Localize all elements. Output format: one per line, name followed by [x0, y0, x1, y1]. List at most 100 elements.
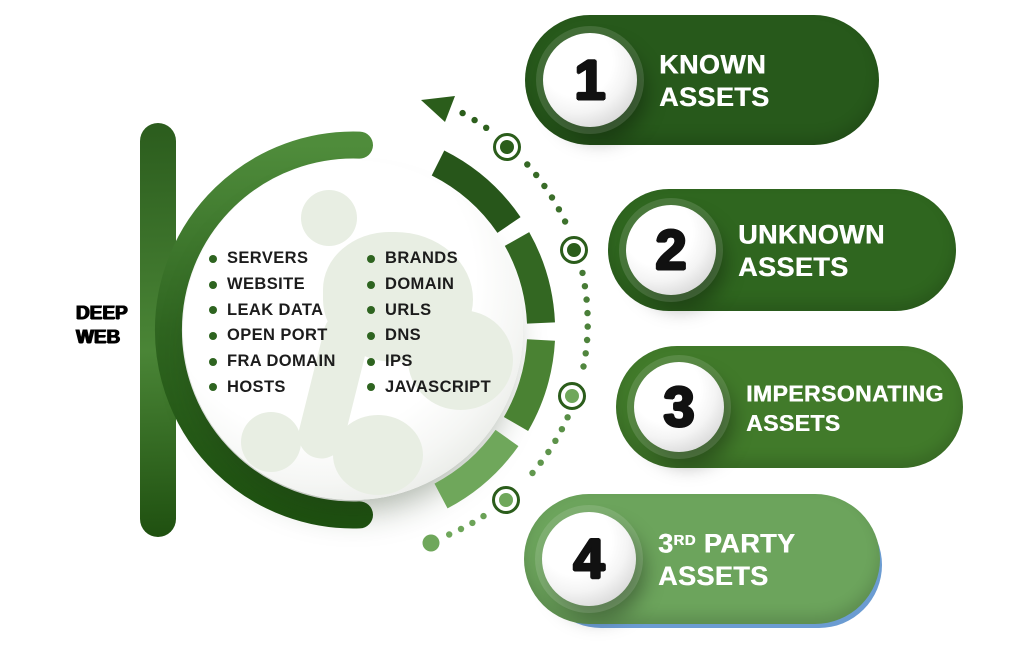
step-ball: 2 [626, 205, 716, 295]
arc-dot [558, 426, 566, 433]
list-item-label: JAVASCRIPT [385, 377, 492, 396]
list-item-label: FRA DOMAIN [227, 352, 336, 371]
step-number: 4 [573, 527, 605, 590]
arc-dot [583, 296, 590, 303]
arc-dot [582, 350, 589, 357]
list-item-label: BRANDS [385, 249, 458, 268]
list-item-label: OPEN PORT [227, 326, 328, 345]
bullet-icon [209, 331, 217, 340]
step-ball: 4 [542, 512, 636, 606]
list-item-label: HOSTS [227, 377, 286, 396]
left-accent-bar [140, 123, 176, 537]
arrowhead-icon [421, 96, 455, 122]
list-item: HOSTS [209, 374, 357, 400]
step-ball: 1 [543, 33, 637, 127]
list-item: LEAK DATA [209, 297, 357, 323]
step-number: 3 [663, 375, 695, 438]
list-item: BRANDS [367, 246, 491, 272]
list-item: OPEN PORT [209, 323, 357, 349]
arc-dot [584, 323, 591, 330]
bullet-icon [367, 331, 375, 340]
ring-marker-dot [567, 243, 581, 257]
arc-dot [561, 218, 569, 225]
arc-dot [545, 448, 552, 456]
arc-dot [552, 437, 559, 444]
bullet-icon [209, 357, 217, 366]
step-label: KNOWN ASSETS [659, 46, 769, 114]
step-number: 2 [655, 218, 687, 281]
arc-dot [471, 116, 478, 124]
list-item: DOMAIN [367, 272, 491, 298]
list-item: FRA DOMAIN [209, 349, 357, 375]
arc-dot [581, 283, 589, 290]
step-pill-known-assets: 1 KNOWN ASSETS [525, 15, 879, 145]
list-item-label: IPS [385, 352, 413, 371]
list-item: WEBSITE [209, 272, 357, 298]
ring-marker-outline [493, 133, 521, 161]
arc-dot [524, 161, 531, 168]
ring-marker-dot [499, 493, 513, 507]
list-item: URLS [367, 297, 491, 323]
list-item-label: DNS [385, 326, 422, 345]
arc-dot [564, 414, 571, 421]
step-number: 1 [574, 48, 606, 111]
step-label: UNKNOWN ASSETS [738, 216, 885, 284]
left-label-line1: DEEP [76, 303, 128, 324]
arc-dot [529, 469, 536, 477]
step-label-line1: IMPERSONATING [746, 380, 944, 407]
list-item-label: URLS [385, 300, 432, 319]
step-ball: 3 [634, 362, 724, 452]
step-label-line1: KNOWN [659, 49, 766, 80]
bullet-icon [367, 254, 375, 263]
left-label: DEEP WEB [76, 302, 132, 350]
step-pill-impersonating-assets: 3 IMPERSONATING ASSETS [616, 346, 963, 468]
arc-dot [457, 525, 465, 533]
list-item-label: WEBSITE [227, 275, 305, 294]
step-label-line2: ASSETS [659, 82, 770, 113]
decor-blob [408, 310, 513, 410]
ring-marker-dot [500, 140, 514, 154]
arc-dot [483, 124, 490, 131]
arc-dot [584, 309, 591, 317]
decor-blob [241, 412, 301, 472]
list-item: IPS [367, 349, 491, 375]
arc-dot [580, 363, 587, 370]
decor-blob [333, 415, 423, 495]
list-item-label: LEAK DATA [227, 300, 324, 319]
list-item-label: DOMAIN [385, 275, 455, 294]
step-label: 3RD PARTY ASSETS [658, 525, 795, 593]
step-label-line1: UNKNOWN [738, 219, 885, 250]
bullet-icon [209, 254, 217, 263]
arc-dot [579, 269, 586, 277]
arc-dot [541, 182, 548, 190]
ring-marker-dot [565, 389, 579, 403]
arc-dot [537, 459, 544, 466]
step-label-line2: ASSETS [658, 561, 769, 592]
arc-end-dot [422, 534, 440, 552]
arc-dot [469, 519, 476, 527]
step-label: IMPERSONATING ASSETS [746, 376, 944, 438]
arc-dot [583, 336, 591, 344]
step-label-line2: ASSETS [746, 410, 841, 437]
list-item: DNS [367, 323, 491, 349]
bullet-icon [367, 357, 375, 366]
arc-dot [533, 171, 540, 179]
bullet-icon [367, 306, 375, 315]
arc-dot [548, 194, 556, 201]
ring-marker-outline [558, 382, 586, 410]
bullet-icon [367, 383, 375, 392]
arc-dot [480, 512, 487, 520]
step-pill-unknown-assets: 2 UNKNOWN ASSETS [608, 189, 956, 311]
step-label-line1: 3RD PARTY [658, 528, 796, 559]
decor-blob [301, 190, 357, 246]
step-label-line2: ASSETS [738, 252, 849, 283]
left-label-line2: WEB [76, 327, 121, 348]
ring-marker-outline [560, 236, 588, 264]
arc-dot [555, 206, 563, 213]
ring-marker-outline [492, 486, 520, 514]
step-pill-3rd-party-assets: 4 3RD PARTY ASSETS [524, 494, 880, 624]
